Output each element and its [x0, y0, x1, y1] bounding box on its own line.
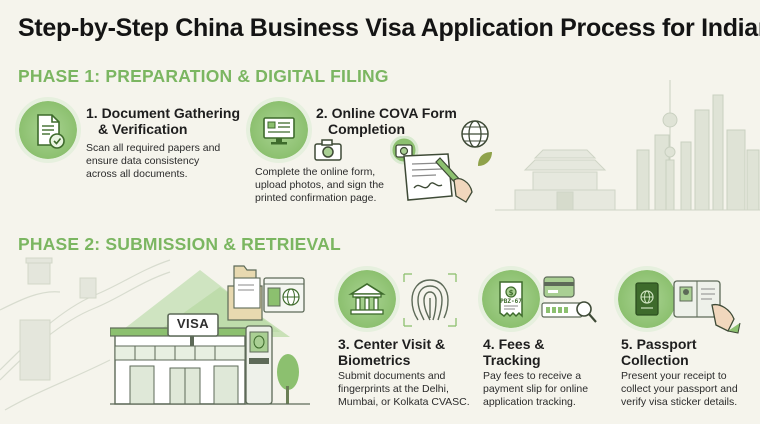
step-2-title: 2. Online COVA Form Completion: [316, 105, 457, 137]
signed-form-illustration: [390, 136, 473, 203]
step-5-description: Present your receipt to collect your pas…: [621, 370, 738, 409]
step-4-badge: $: [482, 270, 540, 328]
computer-form-icon: [263, 117, 295, 145]
step-1-desc-line2: ensure data consistency: [86, 155, 200, 167]
document-check-icon: [37, 114, 65, 149]
step-2-badge: [250, 101, 308, 159]
receipt-code: PBZ-67: [500, 298, 522, 305]
passport-icon: [635, 282, 659, 316]
step-4-title-line1: 4. Fees &: [483, 336, 545, 352]
step-3-title: 3. Center Visit & Biometrics: [338, 336, 445, 368]
step-1-description: Scan all required papers and ensure data…: [86, 142, 220, 181]
step-3-desc-line3: Mumbai, or Kolkata CVASC.: [338, 396, 470, 408]
step-4-title: 4. Fees & Tracking: [483, 336, 544, 368]
step-1-title-line1: 1. Document Gathering: [86, 105, 241, 121]
step-1-badge: [19, 101, 77, 159]
page-title: Step-by-Step China Business Visa Applica…: [18, 14, 760, 42]
fingerprint-icon: [403, 273, 457, 327]
visa-center-building-illustration: [110, 270, 310, 405]
step-1-title: 1. Document Gathering & Verification: [86, 105, 240, 137]
step-3-desc-line2: fingerprints at the Delhi,: [338, 383, 449, 395]
step-4-description: Pay fees to receive a payment slip for o…: [483, 370, 588, 409]
step-5-desc-line1: Present your receipt to: [621, 370, 727, 382]
globe-icon: [461, 120, 489, 148]
step-5-badge: [618, 270, 676, 328]
step-3-description: Submit documents and fingerprints at the…: [338, 370, 470, 409]
step-5-title-line2: Collection: [621, 352, 689, 368]
step-2-title-line1: 2. Online COVA Form: [316, 105, 457, 121]
step-4-desc-line2: payment slip for online: [483, 383, 589, 395]
step-3-title-line2: Biometrics: [338, 352, 411, 368]
step-2-desc-line1: Complete the online form,: [255, 166, 376, 178]
step-4-desc-line1: Pay fees to receive a: [483, 370, 582, 382]
step-5-desc-line3: verify visa sticker details.: [621, 396, 738, 408]
card-search-illustration: [541, 276, 597, 323]
shanghai-skyline-illustration: [495, 80, 760, 211]
building-icon: [348, 283, 386, 315]
step-5-title: 5. Passport Collection: [621, 336, 696, 368]
step-1-title-line2: & Verification: [98, 121, 188, 137]
svg-text:$: $: [509, 289, 514, 297]
step-3-badge: [338, 270, 396, 328]
phase-2-heading: PHASE 2: SUBMISSION & RETRIEVAL: [18, 234, 341, 254]
open-passport-hand-illustration: [673, 280, 741, 334]
step-1-desc-line1: Scan all required papers and: [86, 142, 221, 154]
step-5-title-line1: 5. Passport: [621, 336, 697, 352]
camera-icon: [314, 139, 342, 161]
step-5-desc-line2: collect your passport and: [621, 383, 738, 395]
visa-sign-label: VISA: [176, 316, 210, 331]
step-3-desc-line1: Submit documents and: [338, 370, 446, 382]
step-4-title-line2: Tracking: [483, 352, 541, 368]
step-2-desc-line3: printed confirmation page.: [255, 192, 377, 204]
step-4-desc-line3: application tracking.: [483, 396, 576, 408]
step-2-title-line2: Completion: [328, 121, 405, 137]
receipt-icon: $: [499, 281, 523, 318]
step-2-description: Complete the online form, upload photos,…: [255, 166, 384, 205]
folder-documents-illustration: [227, 265, 305, 321]
step-2-desc-line2: upload photos, and sign the: [255, 179, 385, 191]
great-wall-illustration: [0, 257, 171, 411]
step-3-title-line1: 3. Center Visit &: [338, 336, 446, 352]
leaf-icon: [478, 152, 492, 166]
phase-1-heading: PHASE 1: PREPARATION & DIGITAL FILING: [18, 66, 389, 86]
step-1-desc-line3: across all documents.: [86, 168, 188, 180]
